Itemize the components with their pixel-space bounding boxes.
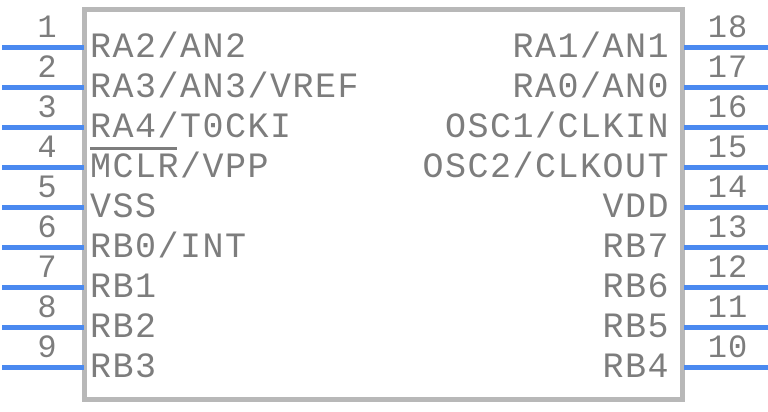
pin-4-label-overlined-part: MCLR [90, 147, 181, 188]
pin-11-lead-line [684, 325, 768, 330]
pin-14-number: 14 [707, 169, 749, 207]
pin-17-label: RA0/AN0 [512, 68, 670, 108]
pin-1-lead-line [2, 45, 84, 50]
pin-15-number: 15 [707, 129, 749, 167]
pin-12-lead-line [684, 285, 768, 290]
pin-14-label: VDD [602, 188, 670, 228]
pin-6-label: RB0/INT [90, 228, 248, 268]
pin-11-number: 11 [707, 289, 749, 327]
pin-9-lead-line [2, 365, 84, 370]
pin-3-number: 3 [37, 89, 58, 127]
pin-13-number: 13 [707, 209, 749, 247]
pin-16-label: OSC1/CLKIN [444, 108, 670, 148]
pin-3-label: RA4/T0CKI [90, 108, 293, 148]
pin-15-lead-line [684, 165, 768, 170]
pin-4-label: MCLR/VPP [90, 147, 271, 188]
pin-6-lead-line [2, 245, 84, 250]
pin-17-number: 17 [707, 49, 749, 87]
pin-6-number: 6 [37, 209, 58, 247]
pin-9-number: 9 [37, 329, 58, 367]
pin-16-number: 16 [707, 89, 749, 127]
pin-1-label: RA2/AN2 [90, 28, 248, 68]
pin-8-label: RB2 [90, 308, 158, 348]
pin-18-label: RA1/AN1 [512, 28, 670, 68]
pin-5-label: VSS [90, 188, 158, 228]
pin-8-lead-line [2, 325, 84, 330]
pin-13-lead-line [684, 245, 768, 250]
pin-5-number: 5 [37, 169, 58, 207]
pin-18-lead-line [684, 45, 768, 50]
pin-10-lead-line [684, 365, 768, 370]
pin-3-lead-line [2, 125, 84, 130]
pin-12-number: 12 [707, 249, 749, 287]
chip-body [82, 7, 685, 402]
pin-14-lead-line [684, 205, 768, 210]
pin-7-number: 7 [37, 249, 58, 287]
pin-18-number: 18 [707, 9, 749, 47]
pin-16-lead-line [684, 125, 768, 130]
pin-4-number: 4 [37, 129, 58, 167]
pin-9-label: RB3 [90, 348, 158, 388]
pin-13-label: RB7 [602, 228, 670, 268]
pin-5-lead-line [2, 205, 84, 210]
pin-15-label: OSC2/CLKOUT [422, 148, 670, 188]
pin-4-lead-line [2, 165, 84, 170]
pin-10-label: RB4 [602, 348, 670, 388]
pin-11-label: RB5 [602, 308, 670, 348]
pin-4-label-rest: /VPP [180, 148, 271, 188]
pin-12-label: RB6 [602, 268, 670, 308]
pin-2-number: 2 [37, 49, 58, 87]
pin-7-label: RB1 [90, 268, 158, 308]
pin-2-label: RA3/AN3/VREF [90, 68, 361, 108]
pin-17-lead-line [684, 85, 768, 90]
pin-7-lead-line [2, 285, 84, 290]
pin-8-number: 8 [37, 289, 58, 327]
pin-10-number: 10 [707, 329, 749, 367]
pin-1-number: 1 [37, 9, 58, 47]
pin-2-lead-line [2, 85, 84, 90]
